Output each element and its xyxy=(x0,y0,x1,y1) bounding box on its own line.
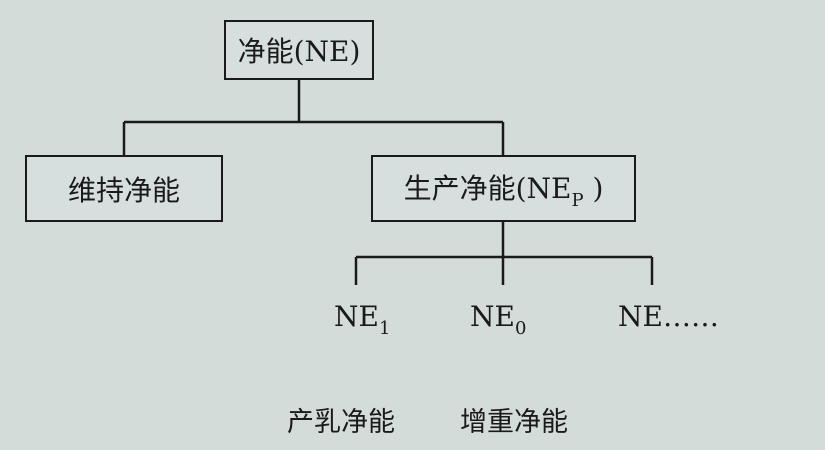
production-label: 生产净能(NEP ) xyxy=(404,167,604,211)
caption-gain: 增重净能 xyxy=(460,407,568,438)
maintenance-node: 维持净能 xyxy=(25,155,223,222)
leaf-ne1: NE1 xyxy=(334,300,390,339)
maintenance-label: 维持净能 xyxy=(67,173,180,207)
leaf-ne1-base: NE xyxy=(334,300,379,333)
production-label-main: 生产净能(NE xyxy=(403,171,572,205)
leaf-ne1-sub: 1 xyxy=(378,318,391,339)
production-label-end: ) xyxy=(583,171,604,205)
leaf-ne0-base: NE xyxy=(470,300,515,333)
root-node: 净能(NE) xyxy=(224,20,374,80)
leaf-ne-more-base: NE…… xyxy=(618,300,719,333)
production-node: 生产净能(NEP ) xyxy=(371,155,636,222)
leaf-ne0-sub: 0 xyxy=(514,318,527,339)
root-label: 净能(NE) xyxy=(237,35,361,68)
leaf-ne0: NE0 xyxy=(470,300,526,339)
production-label-sub: P xyxy=(571,189,584,211)
leaf-ne-more: NE…… xyxy=(618,300,719,339)
caption-milk: 产乳净能 xyxy=(287,407,395,438)
